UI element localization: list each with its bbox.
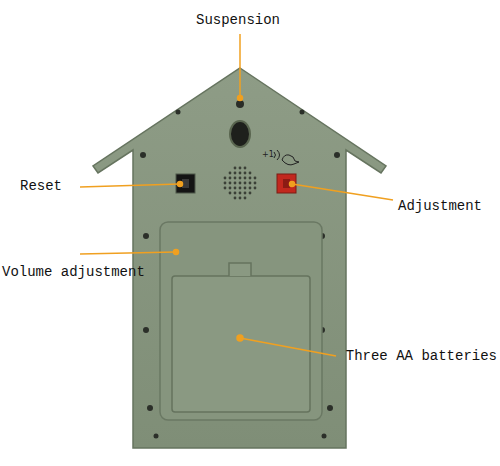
part-label: Volume adjustment (2, 264, 145, 280)
part-label: Adjustment (398, 198, 482, 214)
part-label: Reset (20, 178, 62, 194)
battery-cover-tab (229, 263, 251, 276)
screw-holes (140, 110, 340, 439)
clock-housing (93, 68, 386, 448)
suspension-hole (230, 121, 250, 147)
leader-lines (80, 34, 393, 356)
adjustment-button (277, 174, 296, 193)
button-marking: +1 (262, 150, 274, 159)
speaker-grille (224, 167, 257, 200)
bird-icon (274, 150, 299, 165)
battery-recess (160, 222, 322, 420)
battery-cover (172, 276, 310, 412)
part-label: Suspension (196, 12, 280, 28)
reset-button (176, 174, 195, 193)
part-label: Three AA batteries (346, 348, 497, 364)
